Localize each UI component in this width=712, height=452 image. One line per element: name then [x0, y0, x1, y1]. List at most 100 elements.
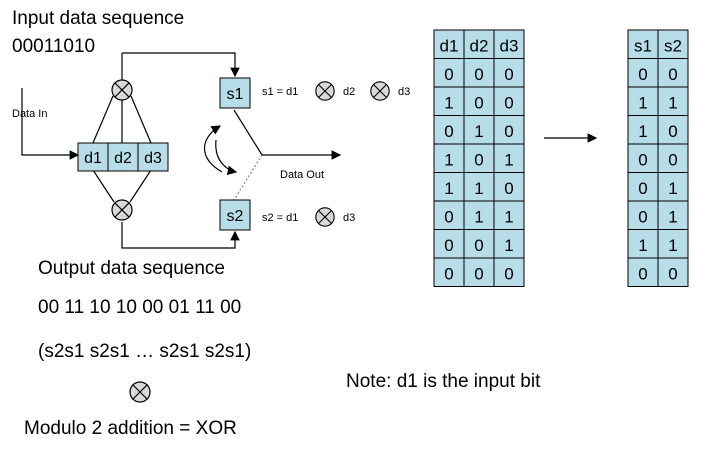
input-table-cell-bg [493, 143, 525, 173]
eq-s1-mid: d2 [343, 86, 355, 98]
input-table-cell: 0 [474, 94, 483, 113]
output-table-cell: 1 [638, 122, 647, 141]
xor-legend-icon [129, 381, 151, 403]
output-table-cell-bg [657, 229, 689, 259]
input-table-header: d1 [440, 37, 459, 56]
s2-box [219, 199, 251, 231]
input-table-cell: 0 [474, 151, 483, 170]
data-in-label: Data In [12, 108, 47, 120]
eq-s1-end: d3 [398, 86, 410, 98]
legend-text: Modulo 2 addition = XOR [24, 418, 237, 439]
input-table-cell-bg [433, 172, 465, 202]
input-table-cell-bg [463, 200, 495, 230]
output-table-cell: 1 [638, 236, 647, 255]
eq-s1-prefix: s1 = d1 [262, 86, 298, 98]
input-table-cell: 0 [444, 265, 453, 284]
xor-gate-bottom [111, 199, 133, 221]
input-table-cell: 0 [474, 65, 483, 84]
output-table-cell-bg [627, 115, 659, 145]
output-table-cell-bg [657, 143, 689, 173]
input-title: Input data sequence [12, 8, 184, 29]
input-table-cell: 1 [444, 179, 453, 198]
input-table-cell-bg [493, 200, 525, 230]
output-table-cell: 1 [638, 94, 647, 113]
output-table-cell: 1 [668, 236, 677, 255]
input-table-cell: 1 [504, 151, 513, 170]
output-table-cell-bg [627, 172, 659, 202]
input-table-cell-bg [493, 86, 525, 116]
data-out-label: Data Out [280, 169, 324, 181]
output-table-cell: 0 [668, 151, 677, 170]
output-table-cell: 0 [638, 208, 647, 227]
input-table-cell: 0 [474, 265, 483, 284]
input-table-cell-bg [463, 115, 495, 145]
input-table-cell: 0 [504, 265, 513, 284]
output-table-cell: 1 [668, 179, 677, 198]
input-table-cell-bg [493, 29, 525, 59]
input-table-cell: 0 [444, 208, 453, 227]
output-table-cell: 0 [668, 265, 677, 284]
input-table-cell-bg [433, 257, 465, 287]
output-table-cell-bg [627, 143, 659, 173]
output-table-cell: 0 [668, 122, 677, 141]
output-table-cell: 0 [668, 65, 677, 84]
input-table-cell: 0 [504, 122, 513, 141]
input-table-cell: 0 [444, 65, 453, 84]
input-table-cell: 1 [444, 94, 453, 113]
input-table-cell: 1 [444, 151, 453, 170]
s1-box [219, 77, 251, 109]
register-d1: d1 [84, 150, 102, 167]
s2-label: s2 [227, 208, 244, 225]
register-d3: d3 [144, 150, 162, 167]
input-table-cell: 0 [474, 236, 483, 255]
input-table-cell: 0 [444, 122, 453, 141]
input-table-cell: 1 [474, 122, 483, 141]
output-table-cell-bg [657, 29, 689, 59]
input-table-cell: 0 [504, 65, 513, 84]
input-table-cell: 0 [444, 236, 453, 255]
input-bits: 00011010 [12, 36, 95, 57]
eq-s1-xor-1 [315, 81, 335, 101]
input-table-cell: 1 [504, 208, 513, 227]
input-table-cell-bg [433, 86, 465, 116]
input-table-cell-bg [493, 172, 525, 202]
input-table-cell-bg [493, 58, 525, 88]
eq-s2-xor [315, 207, 335, 227]
input-table-cell-bg [463, 257, 495, 287]
eq-s2-end: d3 [343, 212, 355, 224]
output-table-header: s2 [664, 37, 682, 56]
output-table-cell-bg [627, 200, 659, 230]
note: Note: d1 is the input bit [346, 371, 541, 392]
output-table-cell: 0 [638, 65, 647, 84]
input-table-cell: 0 [504, 94, 513, 113]
output-table-cell-bg [657, 200, 689, 230]
output-table-cell-bg [657, 86, 689, 116]
output-table-cell-bg [657, 58, 689, 88]
output-title: Output data sequence [38, 258, 225, 279]
input-table-cell: 1 [474, 179, 483, 198]
output-pattern: (s2s1 s2s1 … s2s1 s2s1) [38, 341, 251, 362]
output-table-header: s1 [634, 37, 652, 56]
encoder-wires [21, 52, 342, 249]
register-d2: d2 [114, 150, 132, 167]
input-table-cell-bg [433, 29, 465, 59]
output-table-cell-bg [657, 257, 689, 287]
s1-label: s1 [227, 86, 244, 103]
input-table-cell-bg [493, 257, 525, 287]
input-table-cell: 1 [474, 208, 483, 227]
shift-register: d1 d2 d3 [77, 142, 169, 172]
output-table-cell: 0 [638, 179, 647, 198]
output-bits: 00 11 10 10 00 01 11 00 [38, 297, 241, 318]
eq-s2-prefix: s2 = d1 [262, 212, 298, 224]
xor-gate-top [111, 79, 133, 101]
input-table-header: d3 [500, 37, 519, 56]
input-table-cell-bg [433, 115, 465, 145]
eq-s1-xor-2 [370, 81, 390, 101]
output-table-cell: 0 [638, 265, 647, 284]
output-table-cell: 1 [668, 94, 677, 113]
input-table-cell-bg [463, 58, 495, 88]
output-table-cell-bg [627, 229, 659, 259]
